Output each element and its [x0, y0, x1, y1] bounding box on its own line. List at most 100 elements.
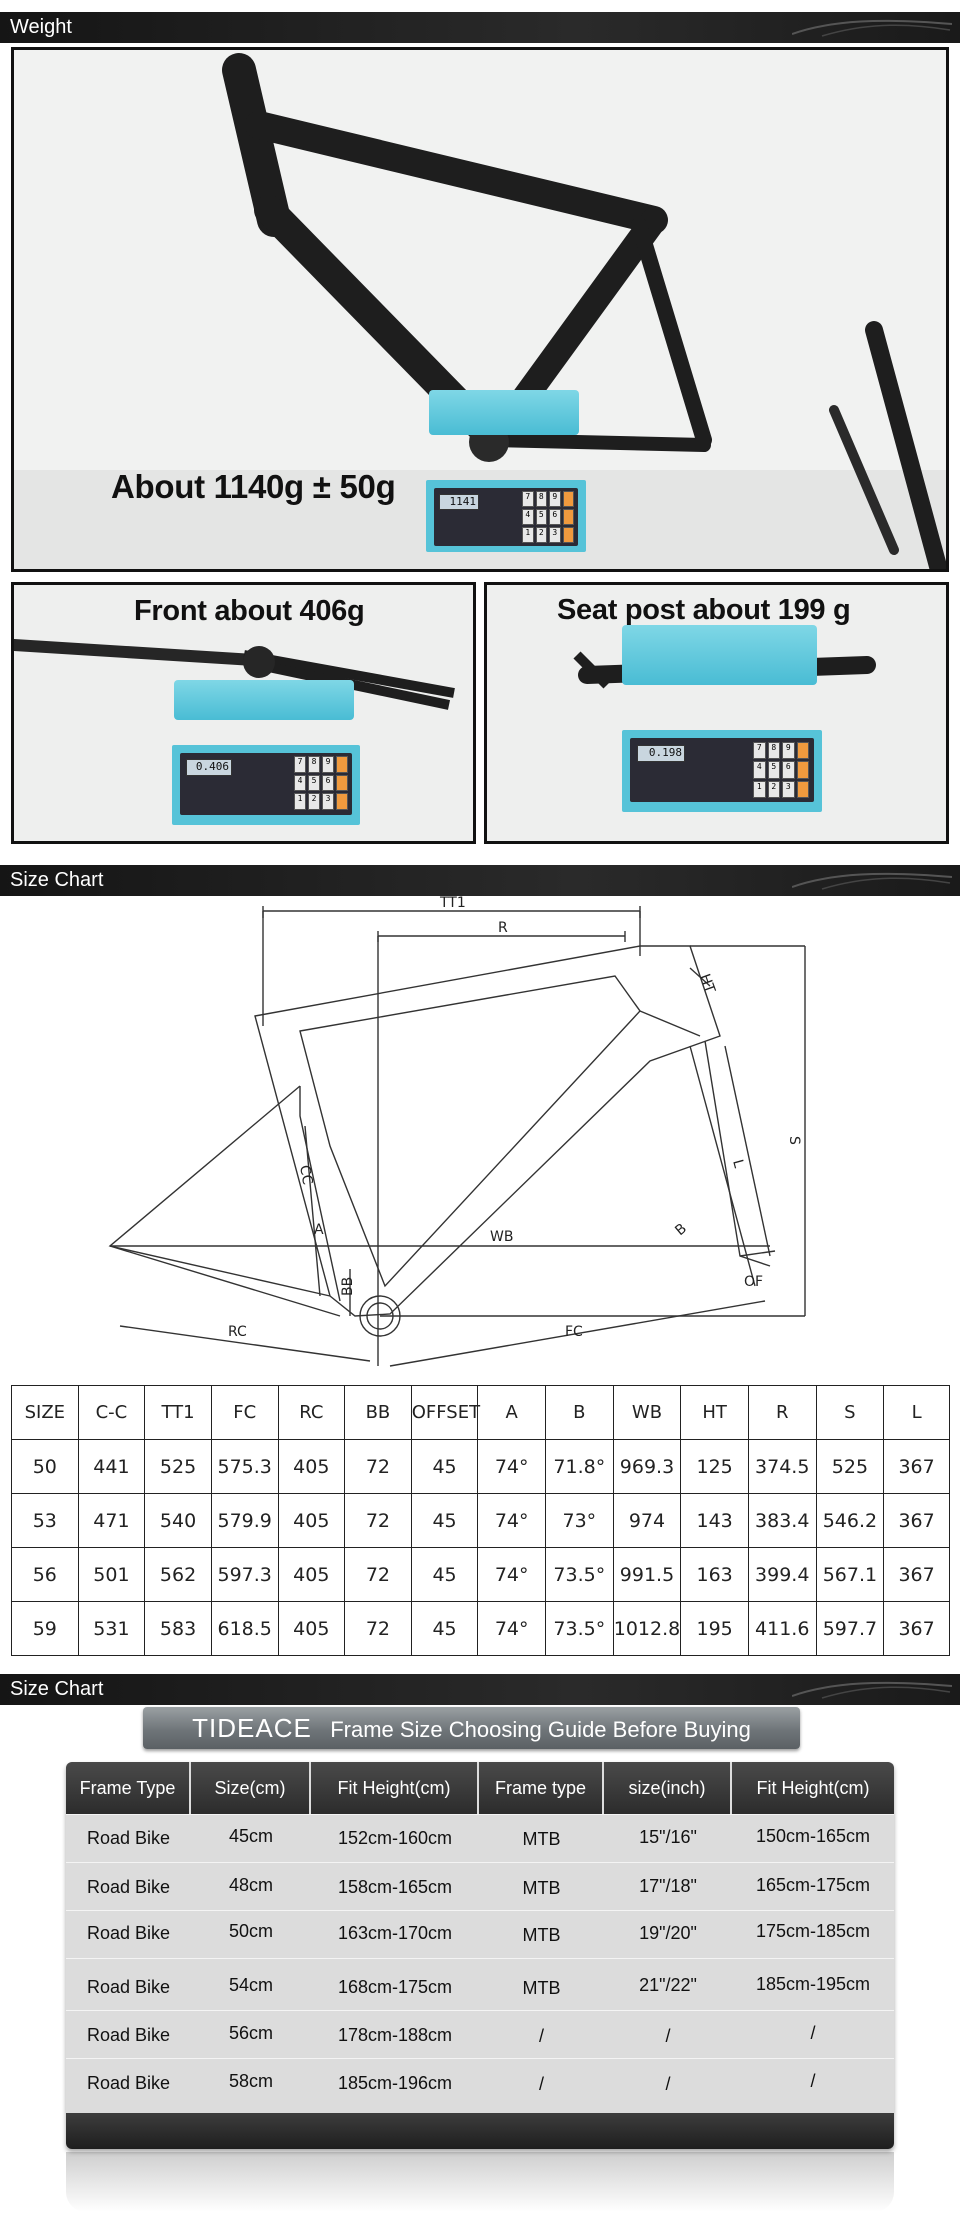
table-cell: 597.7 [815, 1601, 885, 1656]
table-header: R [747, 1385, 817, 1440]
table-cell: 73° [545, 1493, 614, 1548]
table-cell: 71.8° [545, 1439, 614, 1494]
table-header: FC [210, 1385, 279, 1440]
scale-display: 0.406 [186, 759, 232, 776]
guide-cell: 185cm-196cm [337, 2073, 453, 2093]
table-cell: 567.1 [815, 1547, 885, 1602]
guide-title-text: Frame Size Choosing Guide Before Buying [330, 1717, 751, 1742]
table-cell: 163 [680, 1547, 749, 1602]
label-cc: CC [296, 1164, 315, 1186]
table-cell: 575.3 [210, 1439, 279, 1494]
section-title: Weight [10, 16, 72, 38]
guide-cell: / [538, 2074, 544, 2094]
guide-cell: 45cm [228, 1826, 273, 1846]
fork-weight-caption: Front about 406g [134, 595, 365, 627]
guide-cell: / [538, 2026, 544, 2046]
table-header: A [477, 1385, 547, 1440]
table-cell: 525 [144, 1439, 212, 1494]
guide-cell: 165cm-175cm [755, 1875, 871, 1895]
label-of: OF [744, 1274, 763, 1290]
guide-cell: Road Bike [86, 1977, 171, 1997]
table-header: BB [344, 1385, 412, 1440]
table-cell: 59 [11, 1601, 79, 1656]
section-header-size-chart: Size Chart [0, 865, 960, 896]
guide-cell: 163cm-170cm [337, 1923, 453, 1943]
guide-table-footer [66, 2113, 894, 2149]
guide-cell: 15"/16" [639, 1827, 697, 1847]
guide-cell: 152cm-160cm [337, 1828, 453, 1848]
guide-header: Fit Height(cm) [732, 1762, 894, 1814]
guide-cell: 21"/22" [639, 1975, 697, 1995]
guide-cell: 54cm [228, 1975, 273, 1995]
section-header-size-chart: Size Chart [0, 1674, 960, 1705]
table-cell: 72 [344, 1493, 412, 1548]
guide-cell: / [810, 2071, 816, 2091]
table-reflection [66, 2152, 894, 2212]
table-cell: 597.3 [210, 1547, 279, 1602]
swirl-ornament-icon [792, 872, 952, 890]
table-cell: 74° [477, 1601, 547, 1656]
table-cell: 367 [883, 1493, 950, 1548]
table-cell: 405 [277, 1439, 346, 1494]
table-cell: 74° [477, 1547, 547, 1602]
guide-cell: Road Bike [86, 2073, 171, 2093]
table-row: 59 531 583 618.5 405 72 45 74° 73.5° 101… [11, 1601, 950, 1656]
guide-cell: MTB [522, 1925, 561, 1945]
guide-header: Size(cm) [191, 1762, 311, 1814]
table-cell: 367 [883, 1601, 950, 1656]
table-row: 50 441 525 575.3 405 72 45 74° 71.8° 969… [11, 1439, 950, 1494]
table-cell: 53 [11, 1493, 79, 1548]
table-cell: 546.2 [815, 1493, 885, 1548]
guide-cell: MTB [522, 1878, 561, 1898]
table-cell: 501 [77, 1547, 146, 1602]
guide-cell: 48cm [228, 1875, 273, 1895]
table-cell: 531 [77, 1601, 146, 1656]
table-cell: 583 [144, 1601, 212, 1656]
table-cell: 411.6 [747, 1601, 817, 1656]
guide-cell: 58cm [228, 2071, 273, 2091]
table-cell: 399.4 [747, 1547, 817, 1602]
table-cell: 73.5° [545, 1601, 614, 1656]
guide-cell: / [810, 2023, 816, 2043]
table-header: L [883, 1385, 950, 1440]
table-cell: 1012.8 [612, 1601, 682, 1656]
scale-display: 1141 [439, 494, 479, 510]
guide-cell: 168cm-175cm [337, 1977, 453, 1997]
guide-cell: Road Bike [86, 1923, 171, 1943]
table-cell: 74° [477, 1493, 547, 1548]
section-header-weight: Weight [0, 12, 960, 43]
brand-name: TIDEACE [192, 1713, 312, 1743]
table-cell: 56 [11, 1547, 79, 1602]
section-title: Size Chart [10, 869, 104, 891]
guide-cell: / [665, 2074, 671, 2094]
guide-header: size(inch) [604, 1762, 732, 1814]
table-header: HT [680, 1385, 749, 1440]
table-header: TT1 [144, 1385, 212, 1440]
label-l: L [729, 1158, 747, 1170]
guide-cell: MTB [522, 1978, 561, 1998]
table-cell: 45 [410, 1493, 479, 1548]
guide-cell: 150cm-165cm [755, 1826, 871, 1846]
guide-cell: 56cm [228, 2023, 273, 2043]
table-cell: 72 [344, 1547, 412, 1602]
guide-cell: Road Bike [86, 1877, 171, 1897]
frame-geometry-table: SIZE C-C TT1 FC RC BB OFFSET A B WB HT R… [11, 1385, 950, 1656]
guide-cell: 158cm-165cm [337, 1877, 453, 1897]
table-cell: 73.5° [545, 1547, 614, 1602]
table-cell: 374.5 [747, 1439, 817, 1494]
table-cell: 405 [277, 1601, 346, 1656]
table-header: RC [277, 1385, 346, 1440]
table-cell: 45 [410, 1601, 479, 1656]
guide-header: Frame Type [66, 1762, 191, 1814]
label-s: S [786, 1136, 802, 1145]
table-row: Road Bike 56cm 178cm-188cm / / / [66, 2010, 894, 2059]
table-cell: 367 [883, 1439, 950, 1494]
table-cell: 383.4 [747, 1493, 817, 1548]
scale-display: 0.198 [637, 745, 685, 762]
guide-cell: Road Bike [86, 2025, 171, 2045]
guide-cell: Road Bike [86, 1828, 171, 1848]
table-cell: 50 [11, 1439, 79, 1494]
